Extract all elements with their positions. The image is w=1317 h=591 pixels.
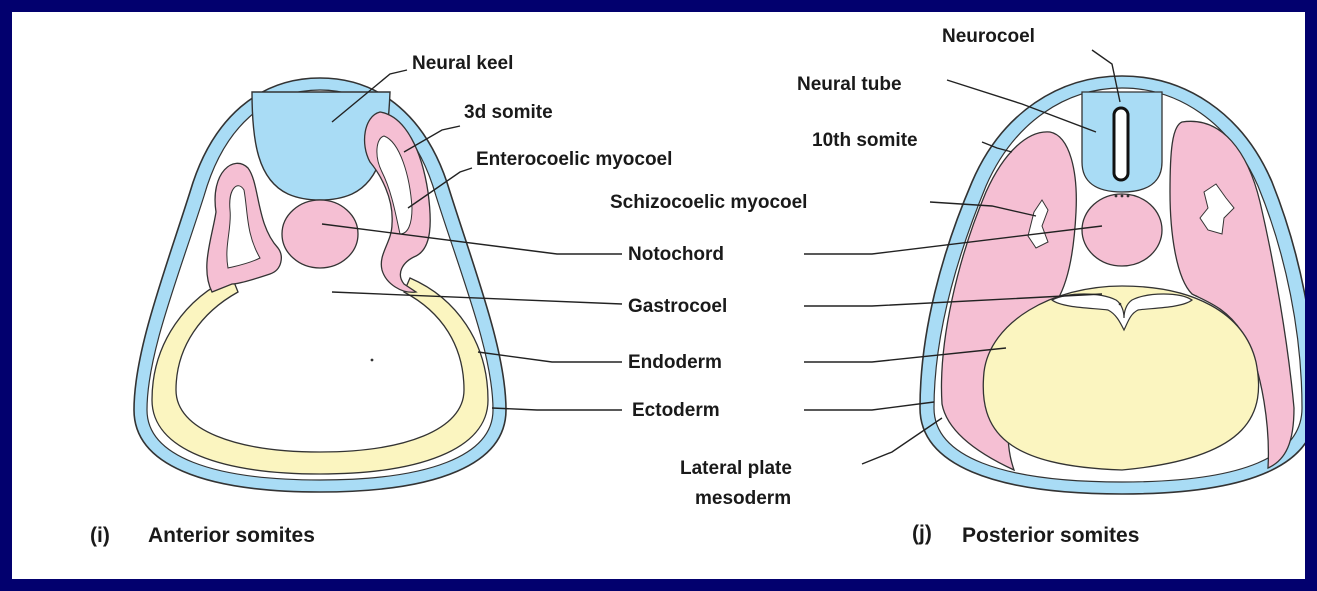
label-neurocoel: Neurocoel <box>942 26 1035 47</box>
panel-i-caption: Anterior somites <box>148 524 315 547</box>
embryo-cross-section-diagram: Neural keel 3d somite Enterocoelic myoco… <box>12 12 1305 579</box>
label-lateral-plate-line2: mesoderm <box>695 488 791 509</box>
posterior-dot-2 <box>1121 195 1124 198</box>
anterior-section <box>134 78 506 492</box>
panel-i-letter: (i) <box>90 524 110 547</box>
leader-ectoderm-left <box>492 408 622 410</box>
posterior-gastrocoel-dot <box>1119 303 1122 306</box>
diagram-frame: Neural keel 3d somite Enterocoelic myoco… <box>12 12 1305 579</box>
posterior-dot-3 <box>1127 195 1130 198</box>
posterior-section <box>920 76 1305 494</box>
leader-ectoderm-right <box>804 402 934 410</box>
posterior-notochord <box>1082 194 1162 266</box>
anterior-notochord <box>282 200 358 268</box>
posterior-dot-1 <box>1115 195 1118 198</box>
panel-j-letter: (j) <box>912 522 932 545</box>
label-neural-tube: Neural tube <box>797 74 902 95</box>
anterior-gastrocoel-dot <box>371 359 374 362</box>
label-3d-somite: 3d somite <box>464 102 553 123</box>
posterior-neurocoel <box>1114 108 1128 180</box>
label-lateral-plate-line1: Lateral plate <box>680 458 792 479</box>
label-notochord: Notochord <box>628 244 724 265</box>
label-enterocoelic-myocoel: Enterocoelic myocoel <box>476 149 672 170</box>
label-schizocoelic-myocoel: Schizocoelic myocoel <box>610 192 807 213</box>
label-neural-keel: Neural keel <box>412 53 513 74</box>
label-gastrocoel: Gastrocoel <box>628 296 727 317</box>
label-endoderm: Endoderm <box>628 352 722 373</box>
panel-j-caption: Posterior somites <box>962 524 1139 547</box>
label-ectoderm: Ectoderm <box>632 400 720 421</box>
label-10th-somite: 10th somite <box>812 130 918 151</box>
